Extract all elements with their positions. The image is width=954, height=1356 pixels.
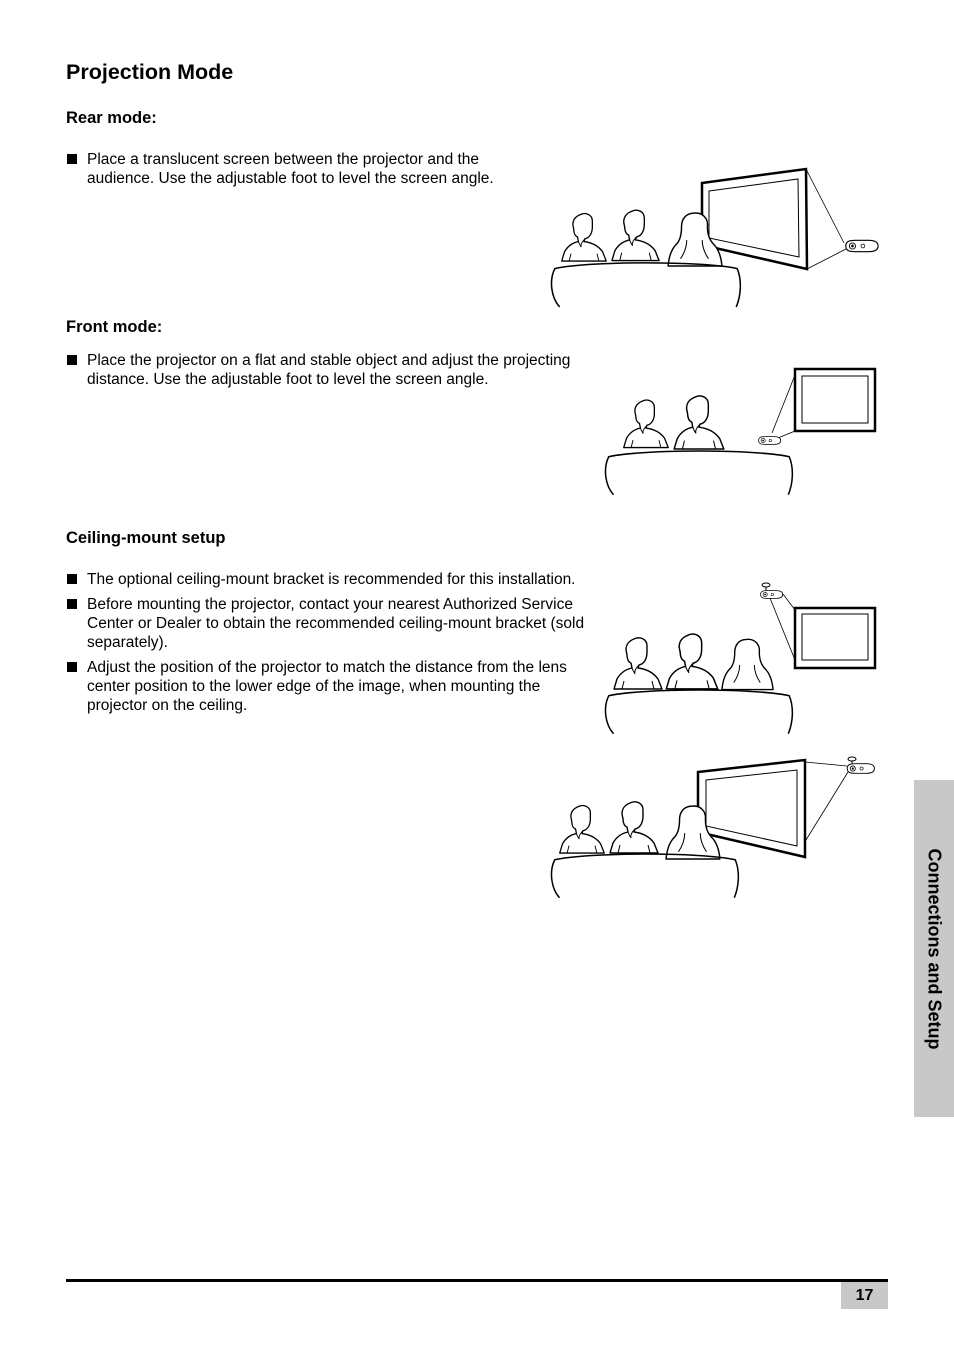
screen-icon bbox=[702, 169, 807, 269]
front-mode-heading: Front mode: bbox=[66, 318, 163, 336]
square-bullet-icon bbox=[67, 599, 77, 609]
sofa-icon bbox=[550, 853, 740, 899]
audience-person-icon bbox=[609, 801, 659, 854]
rear-mode-heading: Rear mode: bbox=[66, 109, 157, 127]
ceiling-front-projection-illustration bbox=[604, 582, 882, 735]
screen-icon bbox=[795, 369, 875, 431]
screen-icon bbox=[698, 760, 805, 857]
audience-person-icon bbox=[611, 209, 660, 262]
ceiling-mount-list: The optional ceiling-mount bracket is re… bbox=[66, 570, 592, 715]
audience-person-icon bbox=[721, 638, 774, 691]
side-tab-label: Connections and Setup bbox=[924, 847, 945, 1050]
ceiling-projector-icon bbox=[760, 583, 784, 599]
section-side-tab: Connections and Setup bbox=[914, 780, 954, 1117]
audience-person-icon bbox=[673, 395, 725, 450]
audience-person-icon bbox=[560, 212, 608, 262]
ceiling-rear-projection-illustration bbox=[550, 756, 875, 899]
front-projection-illustration bbox=[604, 365, 882, 496]
sofa-icon bbox=[550, 262, 742, 308]
footer-rule bbox=[66, 1279, 888, 1282]
list-item: Place a translucent screen between the p… bbox=[66, 150, 536, 188]
sofa-icon bbox=[604, 450, 794, 496]
front-mode-bullet-text: Place the projector on a flat and stable… bbox=[87, 352, 571, 388]
rear-projection-illustration bbox=[550, 165, 879, 308]
ceiling-mount-bullet-text: The optional ceiling-mount bracket is re… bbox=[87, 571, 576, 588]
audience-person-icon bbox=[613, 637, 663, 690]
page-number: 17 bbox=[841, 1282, 888, 1309]
ceiling-mount-bullet-text: Before mounting the projector, contact y… bbox=[87, 596, 585, 651]
list-item: The optional ceiling-mount bracket is re… bbox=[66, 570, 592, 589]
audience-person-icon bbox=[559, 804, 605, 854]
list-item: Place the projector on a flat and stable… bbox=[66, 351, 586, 389]
front-mode-list: Place the projector on a flat and stable… bbox=[66, 351, 586, 389]
rear-mode-bullet-text: Place a translucent screen between the p… bbox=[87, 151, 494, 187]
square-bullet-icon bbox=[67, 154, 77, 164]
square-bullet-icon bbox=[67, 574, 77, 584]
page-title: Projection Mode bbox=[66, 60, 234, 84]
projector-icon bbox=[845, 239, 879, 253]
audience-person-icon bbox=[665, 633, 719, 690]
sofa-icon bbox=[604, 689, 794, 735]
ceiling-projector-icon bbox=[846, 757, 875, 774]
rear-mode-list: Place a translucent screen between the p… bbox=[66, 150, 536, 188]
projector-icon bbox=[758, 436, 782, 445]
ceiling-mount-heading: Ceiling-mount setup bbox=[66, 529, 226, 547]
square-bullet-icon bbox=[67, 355, 77, 365]
screen-icon bbox=[795, 608, 875, 668]
list-item: Adjust the position of the projector to … bbox=[66, 658, 592, 715]
square-bullet-icon bbox=[67, 662, 77, 672]
ceiling-mount-bullet-text: Adjust the position of the projector to … bbox=[87, 659, 567, 714]
list-item: Before mounting the projector, contact y… bbox=[66, 595, 592, 652]
audience-person-icon bbox=[623, 399, 669, 449]
